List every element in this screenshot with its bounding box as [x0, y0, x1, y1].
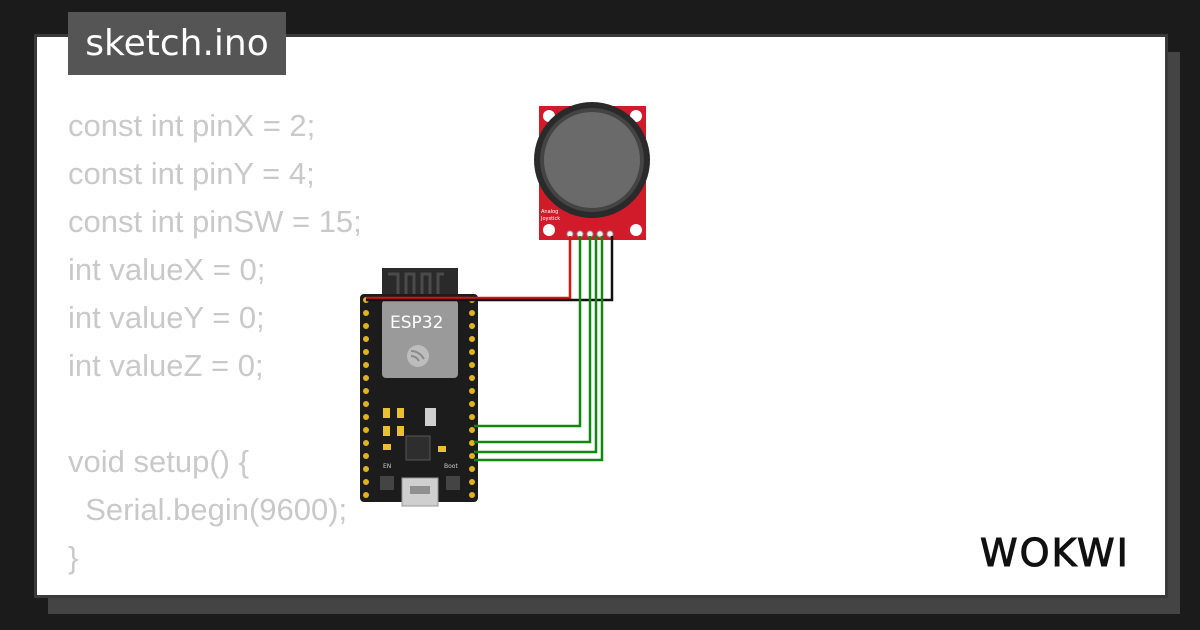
- joystick-pins: [566, 230, 614, 238]
- code-line: const int pinY = 4;: [68, 156, 315, 191]
- esp32-module-shield: [382, 300, 458, 378]
- svg-text:WOKWI: WOKWI: [980, 531, 1130, 575]
- joystick-module[interactable]: Analog Joystick: [534, 102, 650, 240]
- wire-signal: [474, 236, 582, 428]
- code-line: void setup() {: [68, 444, 249, 479]
- esp32-board[interactable]: ESP32 EN Boot: [360, 268, 478, 507]
- code-line: int valueZ = 0;: [68, 348, 264, 383]
- en-button[interactable]: [380, 476, 394, 490]
- esp32-pins-left: [363, 297, 369, 498]
- code-line: Serial.begin(9600);: [68, 492, 348, 527]
- code-line: int valueY = 0;: [68, 300, 265, 335]
- wire-signal: [474, 236, 598, 454]
- espressif-logo-icon: [407, 345, 429, 367]
- file-tab-sketch[interactable]: sketch.ino: [68, 12, 286, 75]
- en-label: EN: [383, 463, 391, 470]
- joystick-label-2: Joystick: [540, 216, 560, 222]
- joystick-knob[interactable]: [540, 108, 644, 212]
- boot-button[interactable]: [446, 476, 460, 490]
- code-line: int valueX = 0;: [68, 252, 266, 287]
- joystick-label-1: Analog: [541, 209, 558, 215]
- wire-signal: [474, 236, 604, 462]
- wokwi-logo: WOKWI: [980, 531, 1130, 576]
- wire-signal: [474, 236, 592, 444]
- esp32-pins-right: [469, 297, 475, 498]
- esp32-label: ESP32: [390, 313, 443, 333]
- wire-vcc: [366, 236, 572, 300]
- code-line: const int pinX = 2;: [68, 108, 316, 143]
- boot-label: Boot: [444, 463, 458, 470]
- wire-gnd: [366, 236, 614, 302]
- wires: [366, 236, 614, 462]
- code-line: const int pinSW = 15;: [68, 204, 362, 239]
- code-line: }: [68, 540, 79, 575]
- code-preview: const int pinX = 2; const int pinY = 4; …: [68, 102, 362, 582]
